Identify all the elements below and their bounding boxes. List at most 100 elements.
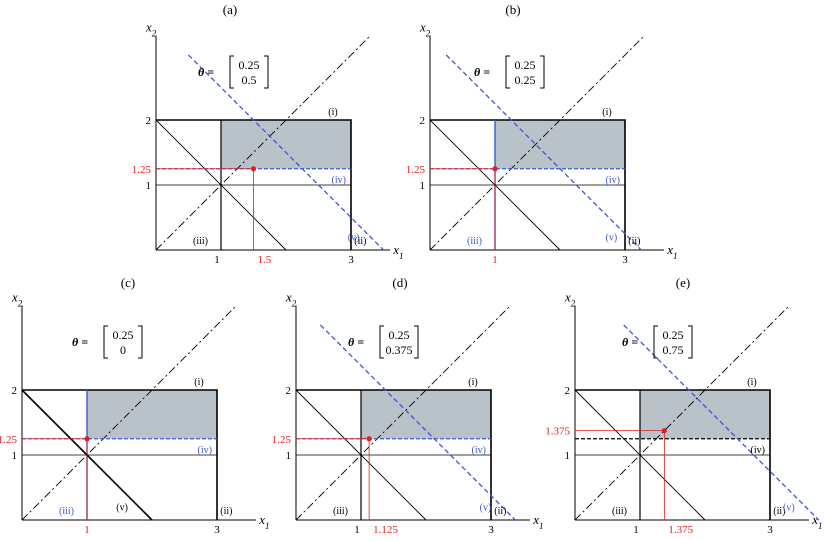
red-ytick: 1.375: [545, 426, 570, 438]
theta-vector: θ = 0.250.375: [348, 325, 419, 359]
theta-vector: θ =0.250.25: [474, 55, 545, 89]
solution-point: [250, 166, 257, 172]
y-axis-label: x2: [145, 20, 157, 39]
ytick-2: 2: [565, 385, 571, 397]
theta-label: θ =: [198, 65, 214, 79]
y-axis-label: x2: [564, 290, 576, 309]
label-iv: (iv): [198, 445, 212, 456]
label-i: (i): [602, 107, 611, 118]
diagonal-line: [21, 305, 237, 521]
label-v: (v): [783, 502, 795, 513]
red-ytick: 1.25: [0, 434, 18, 446]
label-iv: (iv): [472, 445, 486, 456]
ytick-2: 2: [146, 115, 152, 127]
panel-label: (a): [223, 2, 237, 17]
xtick-3: 3: [767, 524, 773, 536]
theta-1: 0.25: [515, 58, 536, 72]
red-ytick: 1.25: [272, 434, 292, 446]
label-v: (v): [348, 232, 360, 243]
ytick-1: 1: [12, 450, 18, 462]
theta-vector: θ = 0.250.75: [622, 325, 693, 359]
theta-1: 0.25: [389, 328, 410, 342]
label-i: (i): [468, 377, 477, 388]
solution-point: [492, 166, 498, 172]
feasible-region: [640, 390, 770, 439]
label-iii: (iii): [612, 506, 627, 517]
label-i: (i): [747, 377, 756, 388]
theta-2: 0.375: [386, 343, 413, 357]
label-iv: (iv): [751, 445, 765, 456]
ytick-1: 1: [286, 450, 292, 462]
label-ii: (ii): [494, 506, 506, 517]
xtick-3: 3: [488, 524, 494, 536]
red-xtick: 1.5: [258, 254, 272, 266]
panel-e: (e) x1 x2 2 1 1 3 1.375 1.375 (i) (ii) (iii) (iv) (v)…: [545, 275, 822, 536]
solution-point: [84, 436, 90, 442]
bracket-left: [103, 325, 108, 359]
feasible-region: [87, 390, 217, 439]
label-ii: (ii): [220, 506, 232, 517]
diagonal-line: [574, 305, 790, 521]
bracket-left: [229, 55, 234, 89]
feasible-region: [495, 120, 625, 169]
label-ii: (ii): [773, 506, 785, 517]
xtick-3: 3: [622, 254, 628, 266]
xtick-3: 3: [348, 254, 354, 266]
panel-label: (d): [392, 275, 407, 290]
theta-vector: θ =0.250: [72, 325, 143, 359]
label-iii: (iii): [467, 236, 482, 247]
ytick-1: 1: [420, 180, 426, 192]
y-axis-label: x2: [419, 20, 431, 39]
label-ii: (ii): [628, 236, 640, 247]
label-i: (i): [194, 377, 203, 388]
label-v: (v): [116, 502, 128, 513]
red-xtick: 1: [84, 524, 90, 536]
red-xtick: 1.125: [373, 524, 398, 536]
ytick-1: 1: [565, 450, 571, 462]
label-iv: (iv): [332, 175, 346, 186]
bracket-left: [653, 325, 658, 359]
theta-label: θ =: [622, 335, 638, 349]
label-iii: (iii): [333, 506, 348, 517]
constraint-v: [188, 54, 384, 251]
xtick-1: 1: [633, 524, 639, 536]
red-xtick: 1.375: [668, 524, 693, 536]
x-axis-label: x1: [811, 512, 822, 531]
x-axis-label: x1: [258, 512, 269, 531]
red-xtick: 1: [492, 254, 498, 266]
diagonal-line: [295, 305, 511, 521]
theta-label: θ =: [72, 335, 88, 349]
theta-2: 0.75: [663, 343, 684, 357]
label-iii: (iii): [193, 236, 208, 247]
bracket-right: [688, 325, 693, 359]
label-iv: (iv): [606, 175, 620, 186]
theta-vector: θ =0.250.5: [198, 55, 269, 89]
theta-label: θ =: [474, 65, 490, 79]
x-axis-label: x1: [666, 242, 677, 261]
ytick-2: 2: [420, 115, 426, 127]
constraint-v: [319, 324, 516, 521]
constraint-v: [445, 54, 642, 251]
ytick-2: 2: [286, 385, 292, 397]
theta-1: 0.25: [663, 328, 684, 342]
bracket-left: [379, 325, 384, 359]
theta-label: θ =: [348, 335, 364, 349]
panel-label: (e): [676, 275, 690, 290]
theta-1: 0.25: [239, 58, 260, 72]
bracket-right: [138, 325, 143, 359]
feasible-region: [221, 120, 351, 169]
theta-1: 0.25: [113, 328, 134, 342]
label-ii: (ii): [354, 236, 366, 247]
x-axis-label: x1: [392, 242, 403, 261]
solution-point: [661, 428, 667, 434]
panel-label: (c): [121, 275, 135, 290]
panel-label: (b): [505, 2, 520, 17]
y-axis-label: x2: [11, 290, 23, 309]
bracket-right: [540, 55, 545, 89]
label-iii: (iii): [59, 506, 74, 517]
